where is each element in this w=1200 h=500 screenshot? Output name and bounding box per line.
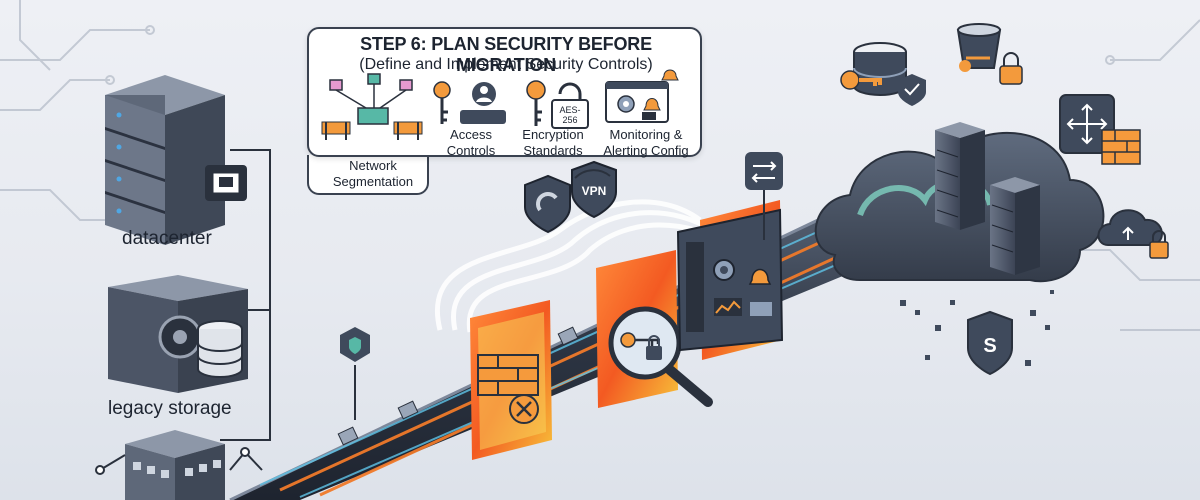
key-inspection-gate xyxy=(596,250,713,408)
monitoring-alerting-label: Monitoring & Alerting Config xyxy=(592,127,700,159)
pin-transfer-icon xyxy=(745,152,783,240)
access-controls-label-line2: Controls xyxy=(446,143,496,158)
cloud-server-racks xyxy=(935,122,1040,275)
encryption-standards-label-line1: Encryption xyxy=(522,127,584,142)
monitoring-gate xyxy=(676,200,784,360)
network-segmentation-label-line1: Network xyxy=(349,158,397,173)
cloud-destination-icon xyxy=(814,122,1105,283)
pin-shield-icon xyxy=(340,327,370,420)
network-segmentation-label-line2: Segmentation xyxy=(332,174,414,189)
access-controls-label: Access Controls xyxy=(428,127,514,159)
encryption-standards-label-line2: Standards xyxy=(523,143,583,158)
storage-bucket-icon xyxy=(956,23,1023,85)
vpn-label: VPN xyxy=(582,184,607,198)
office-building-icon xyxy=(95,430,263,500)
monitoring-alerting-label-line2: Alerting Config xyxy=(603,143,689,158)
access-controls-label-line1: Access xyxy=(450,127,492,142)
database-key-icon xyxy=(840,42,926,106)
datacenter-server-icon xyxy=(105,75,247,245)
legacy-storage-icon xyxy=(108,275,248,393)
network-router-icon xyxy=(1059,94,1141,165)
encryption-standards-label: Encryption Standards xyxy=(510,127,596,159)
vpn-shield-icons xyxy=(524,160,617,234)
source-connectors xyxy=(220,149,271,441)
shield-letter: S xyxy=(983,335,996,357)
network-segmentation-label: Network Segmentation xyxy=(318,158,428,190)
datacenter-label: datacenter xyxy=(122,228,212,249)
step-title: STEP 6: PLAN SECURITY BEFORE MIGRATION xyxy=(360,34,652,75)
firewall-gate xyxy=(470,300,552,460)
monitoring-alerting-label-line1: Monitoring & xyxy=(609,127,683,142)
legacy-storage-label: legacy storage xyxy=(108,398,232,419)
data-particles xyxy=(900,290,1054,366)
vpn-cables xyxy=(435,199,730,333)
security-shield-icon xyxy=(967,310,1013,376)
step-subtitle: (Define and Implement Security Controls) xyxy=(359,56,653,73)
cloud-lock-icon xyxy=(1097,209,1169,259)
callout-tail xyxy=(307,155,429,195)
